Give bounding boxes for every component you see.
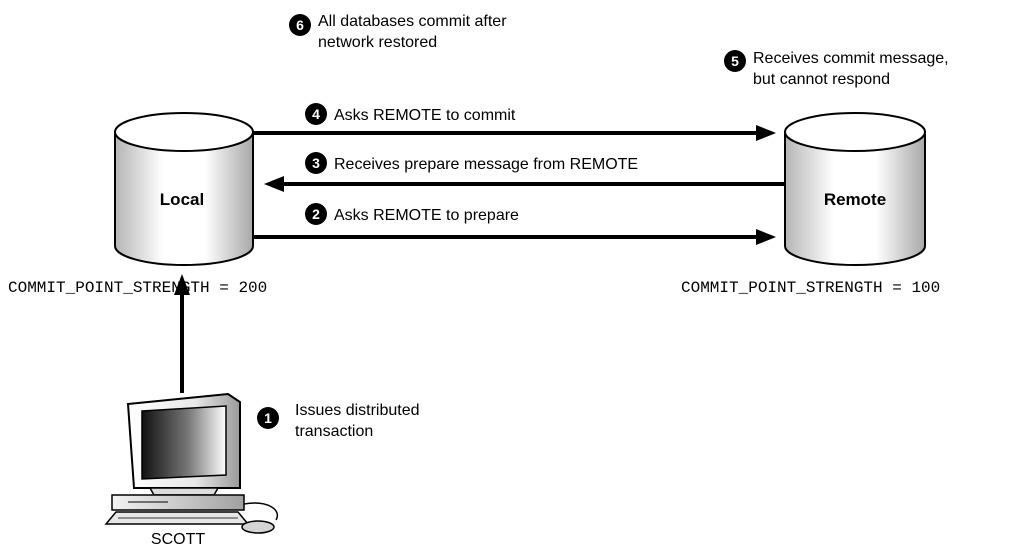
step-6-text-line1: All databases commit after — [318, 13, 507, 30]
arrow-ask-prepare — [253, 229, 776, 245]
step-1-badge: 1 — [257, 407, 279, 429]
step-4-text: Asks REMOTE to commit — [334, 107, 516, 124]
step-3-text: Receives prepare message from REMOTE — [334, 156, 638, 173]
client-computer-icon — [104, 392, 279, 534]
step-4-badge: 4 — [305, 103, 327, 125]
step-5-text-line2: but cannot respond — [753, 71, 890, 88]
step-6-text-line2: network restored — [318, 34, 437, 51]
svg-text:2: 2 — [312, 206, 320, 222]
remote-database-label: Remote — [824, 190, 886, 209]
step-6-badge: 6 — [289, 14, 311, 36]
svg-text:6: 6 — [296, 17, 304, 33]
remote-database-icon — [784, 112, 926, 266]
arrow-ask-commit — [253, 125, 776, 141]
arrow-client-to-local — [174, 274, 190, 393]
step-5-badge: 5 — [724, 50, 746, 72]
svg-text:3: 3 — [312, 155, 320, 171]
svg-text:4: 4 — [312, 106, 320, 122]
svg-text:1: 1 — [264, 410, 272, 426]
svg-text:5: 5 — [731, 53, 739, 69]
remote-commit-point-strength: COMMIT_POINT_STRENGTH = 100 — [681, 279, 940, 297]
step-1-text-line2: transaction — [295, 423, 373, 440]
local-commit-point-strength: COMMIT_POINT_STRENGTH = 200 — [8, 279, 267, 297]
arrow-prepare-reply — [264, 176, 785, 192]
local-database-icon — [114, 112, 254, 266]
local-database-label: Local — [160, 190, 204, 209]
step-5-text-line1: Receives commit message, — [753, 50, 949, 67]
step-1-text-line1: Issues distributed — [295, 402, 420, 419]
step-2-text: Asks REMOTE to prepare — [334, 207, 519, 224]
step-2-badge: 2 — [305, 203, 327, 225]
step-3-badge: 3 — [305, 152, 327, 174]
client-label: SCOTT — [151, 531, 205, 548]
